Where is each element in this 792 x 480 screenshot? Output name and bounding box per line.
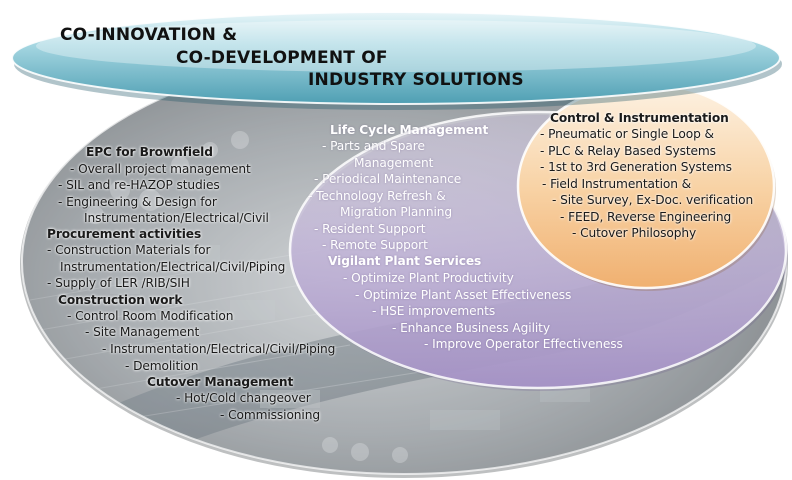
outer-item: - Demolition	[125, 359, 199, 373]
inner-item: - PLC & Relay Based Systems	[540, 144, 716, 158]
outer-item: - Instrumentation/Electrical/Civil/Pipin…	[102, 342, 336, 356]
inner-item: - Cutover Philosophy	[572, 226, 697, 240]
outer-item: - Site Management	[85, 325, 200, 339]
middle-item: - Optimize Plant Productivity	[343, 271, 514, 285]
inner-ellipse	[516, 82, 776, 291]
inner-item: - FEED, Reverse Engineering	[560, 210, 732, 224]
outer-item: Instrumentation/Electrical/Civil	[84, 211, 269, 225]
cutover-heading: Cutover Management	[147, 375, 294, 389]
outer-item: Instrumentation/Electrical/Civil/Piping	[60, 260, 286, 274]
outer-item: - Overall project management	[70, 162, 251, 176]
middle-item: - Remote Support	[322, 238, 428, 252]
title-line-3: INDUSTRY SOLUTIONS	[308, 70, 524, 90]
construction-heading: Construction work	[58, 293, 183, 307]
middle-item: - Optimize Plant Asset Effectiveness	[355, 288, 572, 302]
outer-item: - Supply of LER /RIB/SIH	[47, 276, 190, 290]
inner-item: - Pneumatic or Single Loop &	[540, 127, 714, 141]
middle-item: - Periodical Maintenance	[314, 172, 462, 186]
title-banner	[11, 11, 782, 110]
inner-item: - 1st to 3rd Generation Systems	[540, 160, 732, 174]
middle-item: Management	[354, 156, 434, 170]
outer-item: - SIL and re-HAZOP studies	[58, 178, 220, 192]
middle-item: - HSE improvements	[372, 304, 496, 318]
outer-item: - Engineering & Design for	[58, 195, 217, 209]
vigilant-heading: Vigilant Plant Services	[328, 254, 482, 268]
procurement-heading: Procurement activities	[47, 227, 202, 241]
outer-item: - Commissioning	[220, 408, 320, 422]
lifecycle-heading: Life Cycle Management	[330, 123, 489, 137]
middle-item: Migration Planning	[340, 205, 453, 219]
inner-item: - Site Survey, Ex-Doc. verification	[552, 193, 754, 207]
inner-item: - Field Instrumentation &	[542, 177, 692, 191]
middle-item: - Enhance Business Agility	[392, 321, 550, 335]
outer-item: - Control Room Modification	[67, 309, 234, 323]
middle-item: - Parts and Spare	[322, 139, 425, 153]
middle-item: - Resident Support	[314, 222, 426, 236]
outer-item: - Construction Materials for	[47, 243, 211, 257]
middle-item: - Improve Operator Effectiveness	[424, 337, 623, 351]
control-heading: Control & Instrumentation	[550, 111, 729, 125]
title-line-1: CO-INNOVATION &	[60, 25, 238, 45]
middle-item: - Technology Refresh &	[308, 189, 446, 203]
outer-item: - Hot/Cold changeover	[176, 391, 311, 405]
epc-heading: EPC for Brownfield	[86, 145, 213, 159]
title-line-2: CO-DEVELOPMENT OF	[176, 48, 388, 68]
